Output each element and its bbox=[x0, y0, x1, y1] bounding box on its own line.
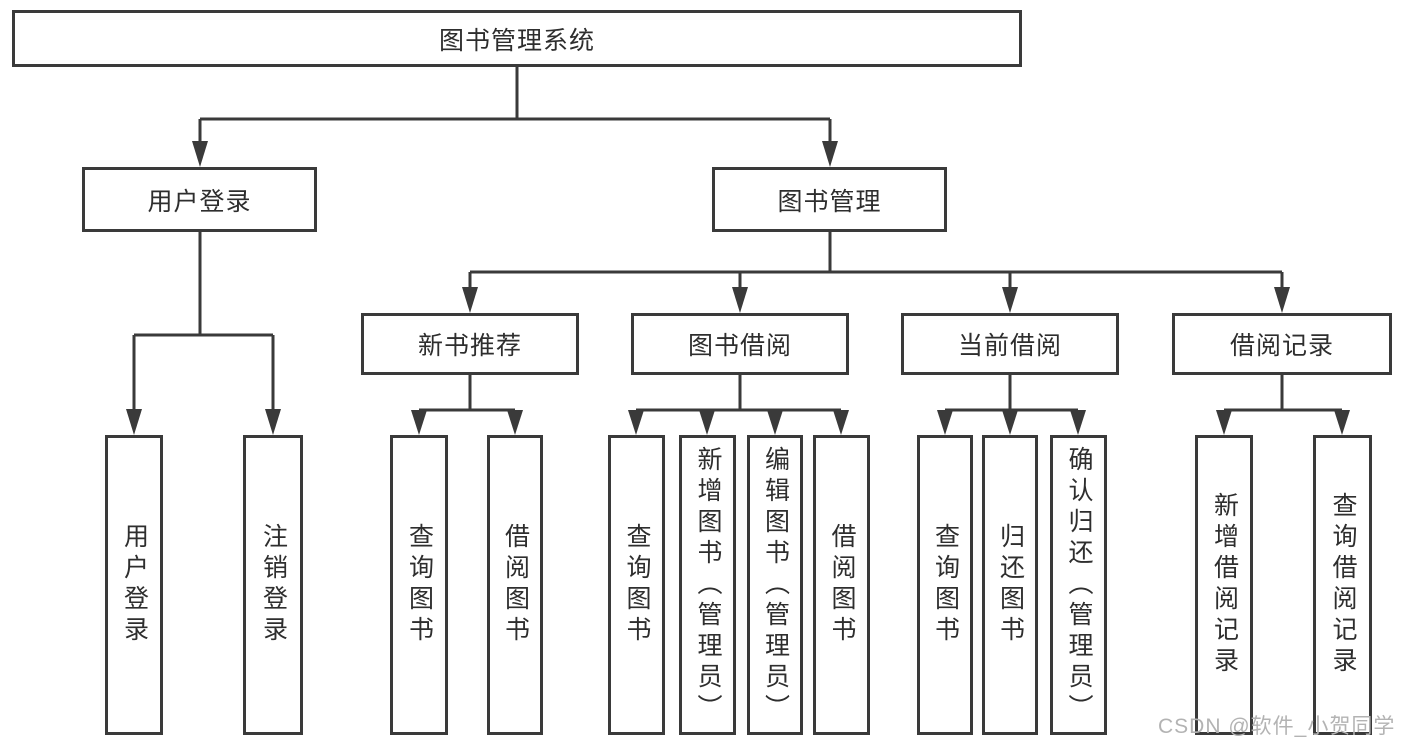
node-new-book-recommend: 新书推荐 bbox=[361, 313, 579, 375]
leaf-current-return-books: 归还图书 bbox=[982, 435, 1038, 735]
arrowheads bbox=[126, 141, 1350, 435]
node-book-borrow: 图书借阅 bbox=[631, 313, 849, 375]
node-current-borrow: 当前借阅 bbox=[901, 313, 1119, 375]
leaf-borrow-query-books: 查询图书 bbox=[608, 435, 665, 735]
node-root-system: 图书管理系统 bbox=[12, 10, 1022, 67]
leaf-record-add-borrow-record: 新增借阅记录 bbox=[1195, 435, 1253, 735]
leaf-current-query-books: 查询图书 bbox=[917, 435, 973, 735]
leaf-current-confirm-return-admin: 确认归还（管理员） bbox=[1050, 435, 1107, 735]
node-book-management: 图书管理 bbox=[712, 167, 947, 232]
leaf-recommend-query-books: 查询图书 bbox=[390, 435, 448, 735]
node-borrow-record: 借阅记录 bbox=[1172, 313, 1392, 375]
leaf-borrow-add-books-admin: 新增图书（管理员） bbox=[679, 435, 736, 735]
leaf-borrow-edit-books-admin: 编辑图书（管理员） bbox=[747, 435, 803, 735]
csdn-watermark: CSDN @软件_小贺同学 bbox=[1158, 715, 1396, 738]
node-user-login: 用户登录 bbox=[82, 167, 317, 232]
leaf-logout: 注销登录 bbox=[243, 435, 303, 735]
leaf-user-login: 用户登录 bbox=[105, 435, 163, 735]
leaf-record-query-borrow-record: 查询借阅记录 bbox=[1313, 435, 1372, 735]
leaf-borrow-borrow-books: 借阅图书 bbox=[813, 435, 870, 735]
leaf-recommend-borrow-books: 借阅图书 bbox=[487, 435, 543, 735]
